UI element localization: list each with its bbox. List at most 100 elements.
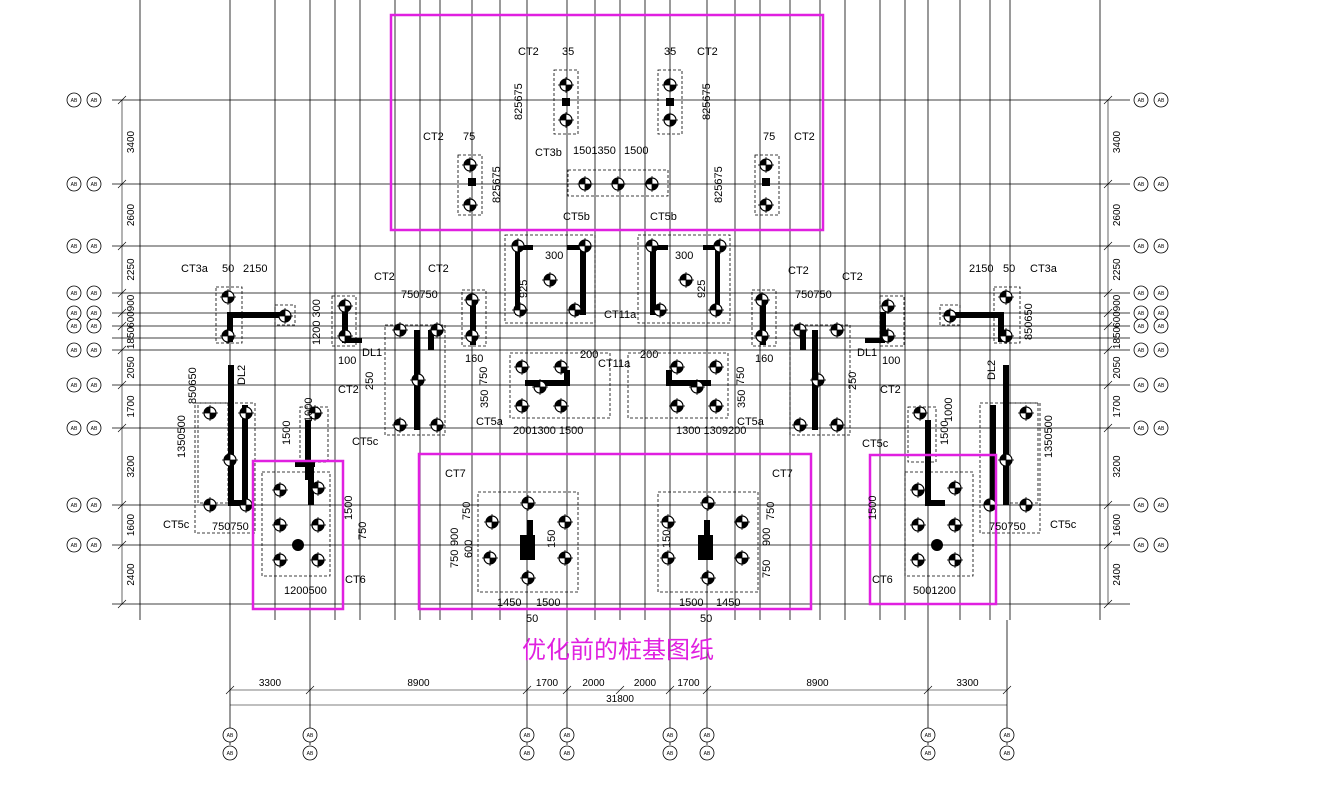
dim-text: 1600 [1112, 513, 1123, 536]
axis-bubble-left [66, 238, 82, 254]
shear-wall [305, 420, 311, 480]
axis-bubble-left-label: AB [71, 543, 78, 549]
pile-fill [466, 330, 478, 342]
pile-fill [559, 516, 571, 528]
dim-tick [1103, 380, 1113, 390]
axis-bubble-left [66, 176, 82, 192]
pile-cap [657, 491, 759, 593]
pile-fill [274, 519, 286, 531]
axis-bubble-left [86, 537, 102, 553]
dim-35: 35 [664, 46, 676, 58]
pile-fill [831, 324, 843, 336]
dim-600: 600 [463, 540, 475, 558]
dim-tick [1103, 241, 1113, 251]
dim-1500: 1500 [867, 496, 879, 520]
axis-bubble-right [1153, 285, 1169, 301]
axis-bubble-left-label: AB [91, 244, 98, 250]
shear-wall [865, 338, 885, 343]
dim-text: 1700 [536, 678, 559, 689]
pile-fill [794, 324, 806, 336]
dim-900: 900 [761, 528, 773, 546]
dim-text: 1700 [1112, 395, 1123, 418]
pile-fill [710, 361, 722, 373]
axis-bubble-right-label: AB [1158, 244, 1165, 250]
dim-tick [117, 345, 127, 355]
label-ct5c: CT5c [352, 436, 379, 448]
label-ct5a: CT5a [476, 416, 504, 428]
pile-fill [831, 419, 843, 431]
axis-bubble-right [1133, 342, 1149, 358]
dim-tick [305, 685, 315, 695]
shear-wall [703, 245, 721, 250]
label-ct2: CT2 [788, 265, 809, 277]
axis-bubble-left [66, 420, 82, 436]
dim-tick [117, 540, 127, 550]
dim-tick [1103, 321, 1113, 331]
pile-fill [204, 499, 216, 511]
pile-fill [760, 199, 772, 211]
pile-fill [560, 79, 572, 91]
pile-fill [412, 374, 424, 386]
dim-tick [117, 179, 127, 189]
pile-cap [194, 402, 256, 534]
pile-fill [312, 554, 324, 566]
dim-1500: 1500 [939, 421, 951, 445]
axis-bubble-right [1153, 537, 1169, 553]
pile-fill [1020, 407, 1032, 419]
axis-bubble-left-label: AB [91, 543, 98, 549]
axis-bubble-bottom [302, 727, 318, 743]
axis-bubble-bottom-label: AB [227, 751, 234, 757]
axis-bubble-left-label: AB [91, 426, 98, 432]
axis-bubble-right-label: AB [1138, 348, 1145, 354]
dim-tick [117, 380, 127, 390]
pile-fill [512, 240, 524, 252]
axis-bubble-bottom-label: AB [1004, 751, 1011, 757]
pile-fill [662, 516, 674, 528]
dim-75: 75 [463, 131, 475, 143]
shear-wall [228, 365, 234, 505]
axis-bubble-right-label: AB [1158, 291, 1165, 297]
shear-wall [242, 405, 248, 505]
axis-bubble-left [66, 377, 82, 393]
shear-wall [227, 312, 233, 342]
axis-bubble-left [66, 497, 82, 513]
dim-text: 1600 [126, 513, 137, 536]
dim-text: 2050 [126, 356, 137, 379]
axis-bubble-right [1153, 92, 1169, 108]
dim-tick [117, 288, 127, 298]
axis-bubble-right-label: AB [1138, 426, 1145, 432]
axis-bubble-bottom [662, 745, 678, 761]
dim-tick [1002, 685, 1012, 695]
pile-fill [516, 361, 528, 373]
axis-bubble-left-label: AB [71, 348, 78, 354]
shear-wall [698, 535, 713, 560]
dim-tick [117, 599, 127, 609]
dim-850650: 850650 [187, 367, 199, 404]
shear-wall [1003, 365, 1009, 505]
axis-bubble-bottom-label: AB [564, 751, 571, 757]
pile-cap [553, 69, 579, 135]
pile-fill [522, 572, 534, 584]
pile-fill [912, 554, 924, 566]
dim-text: 3300 [259, 678, 282, 689]
pile-fill [736, 552, 748, 564]
dim-1350500: 1350500 [176, 415, 188, 458]
pile-fill [312, 519, 324, 531]
pile-fill [274, 484, 286, 496]
axis-bubble-bottom-label: AB [667, 751, 674, 757]
label-ct2: CT2 [423, 131, 444, 143]
pile-solid [292, 539, 304, 551]
dim-text: 2600 [126, 203, 137, 226]
dim-825675: 825675 [701, 83, 713, 120]
axis-bubble-right [1133, 318, 1149, 334]
pile-fill [431, 419, 443, 431]
dim-text: 3400 [126, 130, 137, 153]
pile-fill [560, 114, 572, 126]
pile-fill [702, 497, 714, 509]
pile-fill [612, 178, 624, 190]
label-dl2: DL2 [986, 360, 998, 380]
label-ct3a: CT3a [181, 263, 209, 275]
axis-bubble-left-label: AB [71, 426, 78, 432]
axis-bubble-right-label: AB [1158, 426, 1165, 432]
pile-fill [544, 274, 556, 286]
